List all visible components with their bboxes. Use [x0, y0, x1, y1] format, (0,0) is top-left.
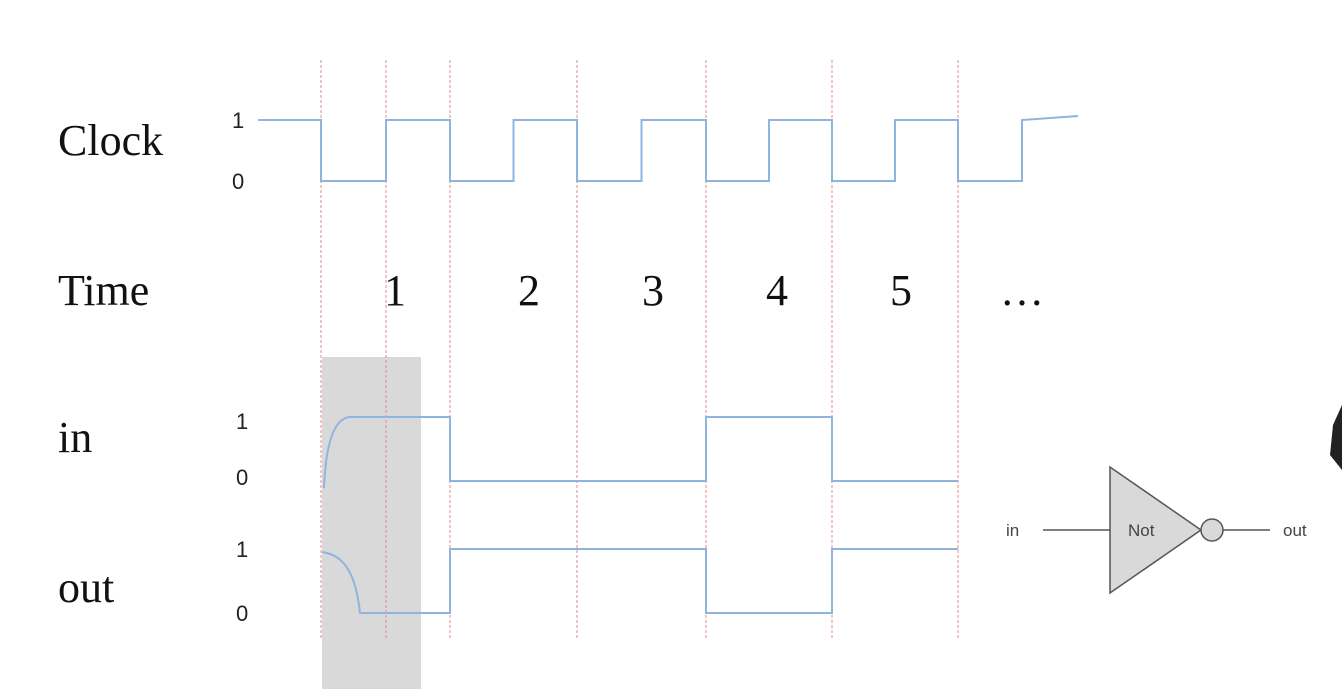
- out-low-label: 0: [236, 601, 248, 626]
- in-high-label: 1: [236, 409, 248, 434]
- time-tick: 5: [890, 266, 912, 315]
- in-label: in: [58, 413, 92, 462]
- out-high-label: 1: [236, 537, 248, 562]
- presenter-silhouette: [1330, 405, 1342, 470]
- clock-label: Clock: [58, 116, 163, 165]
- gate-input-label: in: [1006, 521, 1019, 540]
- time-label: Time: [58, 266, 149, 315]
- clock-high-label: 1: [232, 108, 244, 133]
- gate-inversion-bubble: [1200, 518, 1224, 542]
- time-tick: 2: [518, 266, 540, 315]
- time-tick: 4: [766, 266, 788, 315]
- gate-triangle: [1109, 465, 1203, 595]
- out-waveform: [321, 548, 958, 614]
- time-tick: 3: [642, 266, 664, 315]
- transition-highlight: [322, 357, 421, 689]
- gate-output-label: out: [1283, 521, 1307, 540]
- in-low-label: 0: [236, 465, 248, 490]
- time-tick: 1: [384, 266, 406, 315]
- clock-low-label: 0: [232, 169, 244, 194]
- not-gate-symbol: in Not out: [1006, 465, 1307, 595]
- gate-name: Not: [1128, 521, 1155, 540]
- time-tick: …: [1000, 266, 1044, 315]
- out-label: out: [58, 563, 114, 612]
- in-waveform: [323, 416, 958, 489]
- clock-waveform: [258, 115, 1079, 182]
